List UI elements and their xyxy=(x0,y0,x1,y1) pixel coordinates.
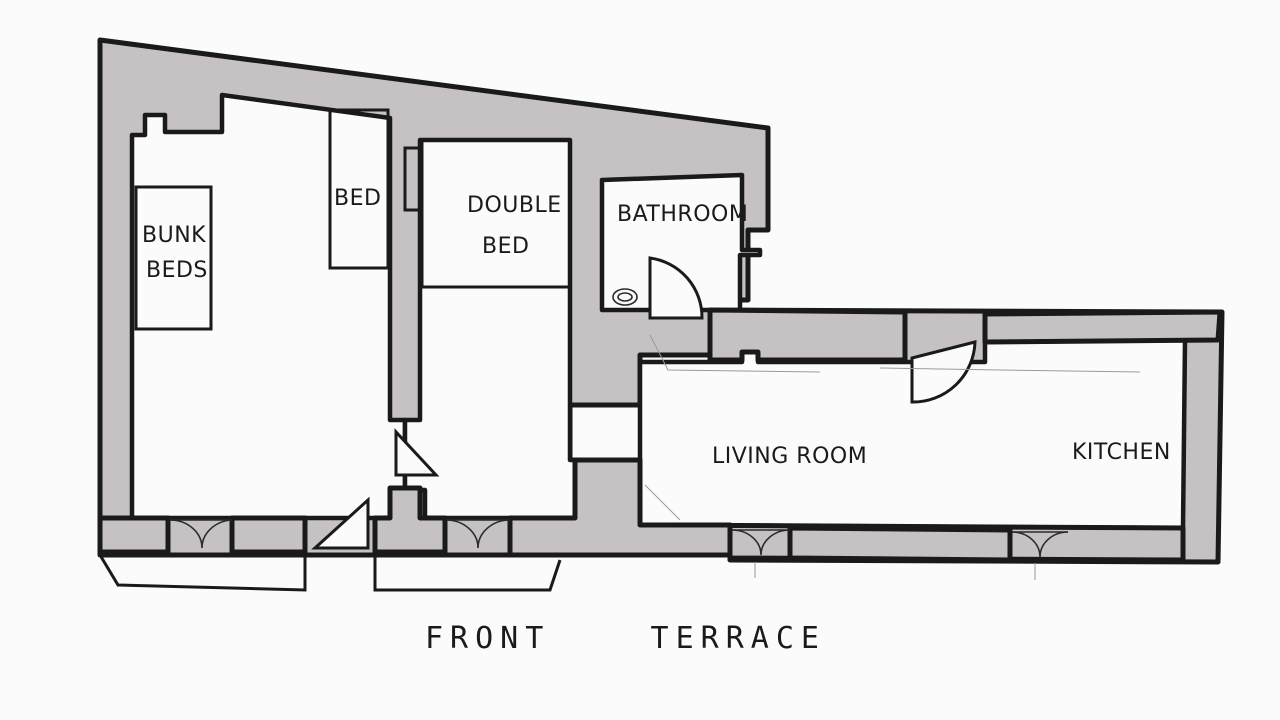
window-4 xyxy=(1011,531,1069,558)
double-bed-furniture xyxy=(420,138,572,289)
living-kitchen-door xyxy=(910,340,977,404)
label-bunk-beds-line1: BUNK xyxy=(142,223,206,248)
label-double-bed-line1: DOUBLE xyxy=(467,193,562,218)
window-1 xyxy=(169,519,233,549)
front-wall-segment xyxy=(787,525,1013,563)
faint-wiring-1 xyxy=(649,334,821,373)
bunk-room-floor xyxy=(129,92,408,521)
front-wall-piece-3 xyxy=(372,485,448,555)
entry-door-left xyxy=(311,496,370,550)
label-bathroom: BATHROOM xyxy=(617,202,748,227)
front-wall-piece-2 xyxy=(229,515,308,555)
bathroom-floor xyxy=(599,172,763,313)
terrace-outline-center xyxy=(373,552,562,592)
window-3 xyxy=(731,529,791,556)
label-bed: BED xyxy=(334,186,381,211)
hall-door xyxy=(394,428,440,477)
toilet-fixture xyxy=(612,288,638,306)
front-wall-piece-4 xyxy=(507,457,733,558)
bunk-beds-furniture xyxy=(134,185,213,331)
label-kitchen: KITCHEN xyxy=(1072,440,1171,465)
window-2 xyxy=(445,519,511,549)
faint-wiring-2 xyxy=(879,367,1141,373)
label-front-terrace: FRONT TERRACE xyxy=(425,621,826,656)
toilet-fixture-inner xyxy=(617,292,633,302)
label-bunk-beds-line2: BEDS xyxy=(146,258,208,283)
single-bed-furniture xyxy=(328,108,390,270)
double-bed-nightstand xyxy=(403,146,423,212)
partition-bathroom-living xyxy=(707,307,908,363)
label-living-room: LIVING ROOM xyxy=(712,444,867,469)
front-wall-bedrooms xyxy=(97,515,171,555)
terrace-outline-left xyxy=(98,552,307,592)
faint-wiring-3 xyxy=(644,484,681,521)
bathroom-door xyxy=(648,256,704,320)
label-double-bed-line2: BED xyxy=(482,234,529,259)
partition-living-kitchen-top xyxy=(982,309,1223,345)
